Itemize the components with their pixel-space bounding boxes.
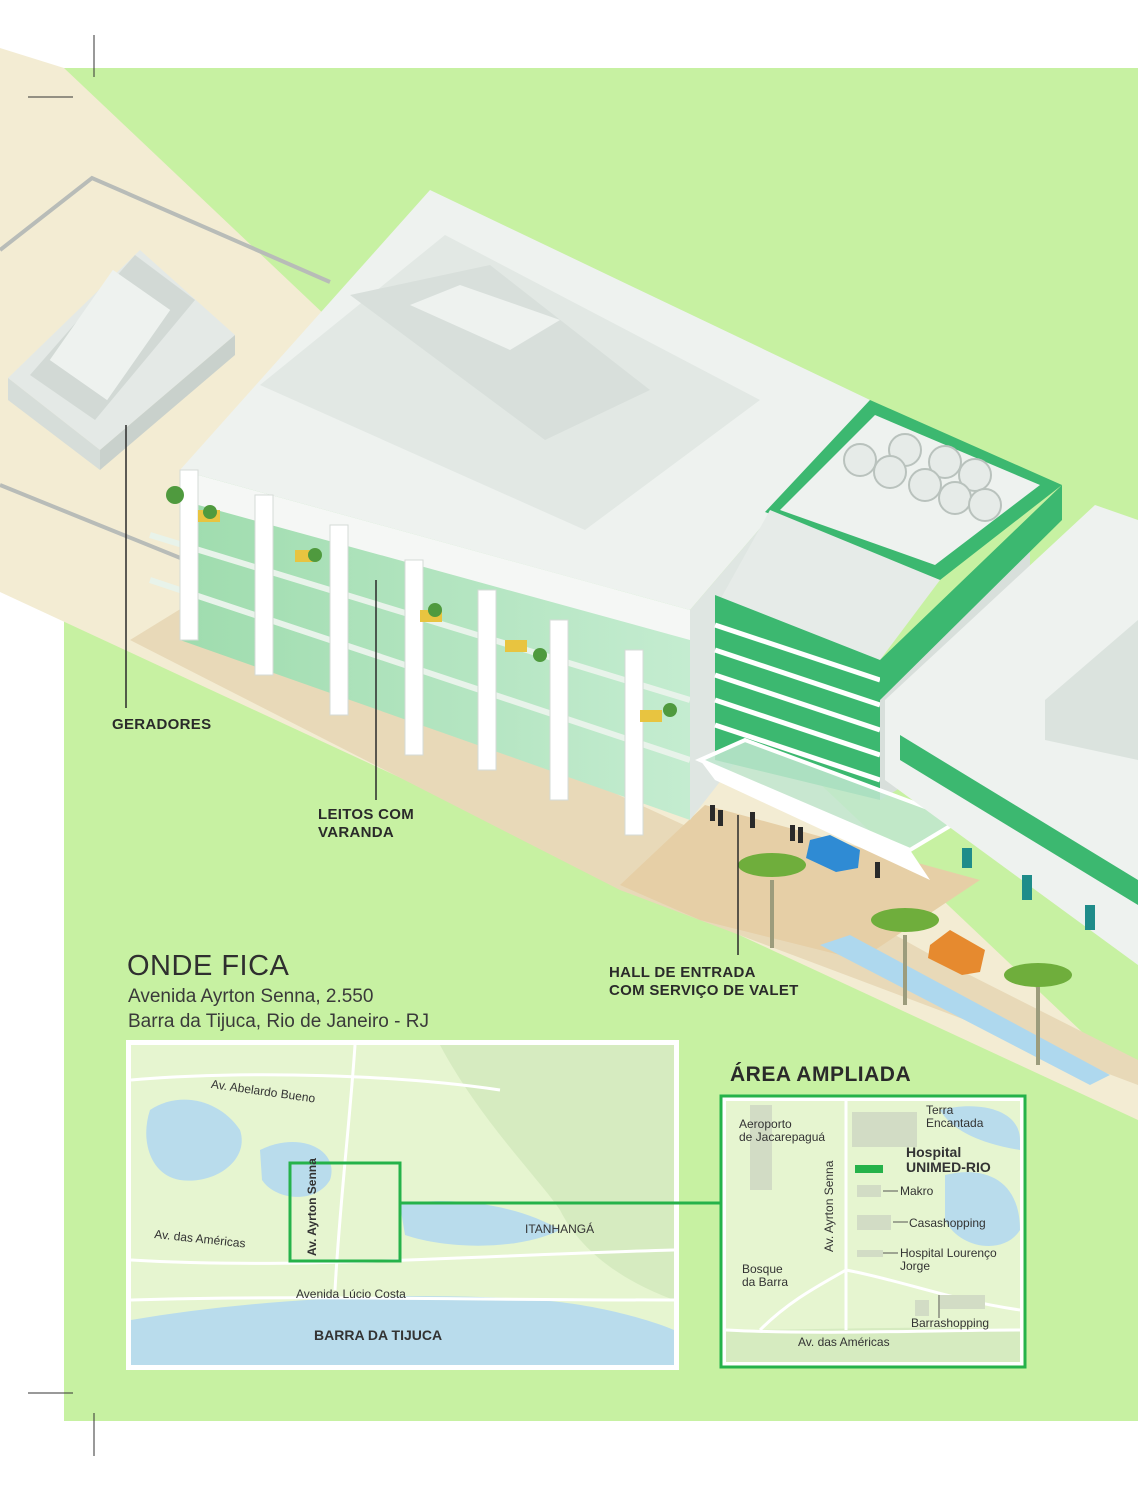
label-terra-encantada: Terra Encantada	[926, 1104, 983, 1130]
orange-car	[928, 930, 985, 975]
callout-hall-line1: HALL DE ENTRADA	[609, 964, 756, 981]
label-casashopping: Casashopping	[909, 1216, 986, 1230]
callout-leitos-line2: VARANDA	[318, 824, 394, 841]
side-building	[885, 505, 1138, 965]
label-itanhanga: ITANHANGÁ	[525, 1222, 595, 1236]
label-hospital-line2: UNIMED-RIO	[906, 1159, 991, 1175]
people	[710, 805, 880, 878]
blue-car	[806, 835, 860, 872]
main-building	[149, 190, 870, 836]
label-terra-line2: Encantada	[926, 1116, 984, 1130]
callout-geradores-text: GERADORES	[112, 716, 212, 733]
label-bosque-line1: Bosque	[742, 1262, 783, 1276]
label-hospital-unimed: Hospital UNIMED-RIO	[906, 1145, 991, 1175]
label-zoom-americas: Av. das Américas	[798, 1335, 890, 1349]
zoom-highlight-box	[288, 1161, 402, 1263]
label-zoom-ayrton-senna: Av. Ayrton Senna	[822, 1160, 836, 1252]
label-bosque-line2: da Barra	[742, 1275, 789, 1289]
location-title: ONDE FICA	[127, 950, 290, 982]
callout-hall-line2: COM SERVIÇO DE VALET	[609, 982, 799, 999]
label-lourenco-jorge: Hospital Lourenço Jorge	[900, 1247, 997, 1273]
plot-outline	[0, 483, 211, 572]
hospital-marker	[855, 1165, 883, 1173]
label-aeroporto: Aeroporto de Jacarepaguá	[739, 1118, 825, 1144]
label-barra-da-tijuca: BARRA DA TIJUCA	[314, 1327, 443, 1343]
location-address-line2: Barra da Tijuca, Rio de Janeiro - RJ	[128, 1011, 429, 1032]
zoom-map	[719, 1094, 1027, 1369]
generator-building	[8, 250, 235, 470]
zoom-map-title: ÁREA AMPLIADA	[730, 1063, 912, 1086]
palm-trees	[770, 880, 1040, 1065]
callout-leitos-line1: LEITOS COM	[318, 806, 415, 823]
label-barrashopping: Barrashopping	[911, 1316, 990, 1330]
callout-leitos: LEITOS COM VARANDA	[318, 806, 414, 842]
callout-geradores: GERADORES	[112, 716, 211, 734]
label-ayrton-senna: Av. Ayrton Senna	[305, 1158, 319, 1256]
label-lucio-costa: Avenida Lúcio Costa	[296, 1287, 406, 1301]
label-aeroporto-line2: de Jacarepaguá	[739, 1130, 826, 1144]
label-bosque: Bosque da Barra	[742, 1263, 788, 1289]
label-aeroporto-line1: Aeroporto	[739, 1117, 792, 1131]
plot-outline-2	[0, 175, 331, 284]
regional-map	[126, 1040, 722, 1370]
callout-hall: HALL DE ENTRADA COM SERVIÇO DE VALET	[609, 964, 799, 1000]
label-lourenco-line2: Jorge	[900, 1259, 931, 1273]
label-makro: Makro	[900, 1184, 934, 1198]
label-lourenco-line1: Hospital Lourenço	[900, 1246, 997, 1260]
location-address-line1: Avenida Ayrton Senna, 2.550	[128, 986, 374, 1007]
label-terra-line1: Terra	[926, 1103, 954, 1117]
crop-marks	[28, 35, 95, 1456]
label-hospital-line1: Hospital	[906, 1144, 962, 1160]
